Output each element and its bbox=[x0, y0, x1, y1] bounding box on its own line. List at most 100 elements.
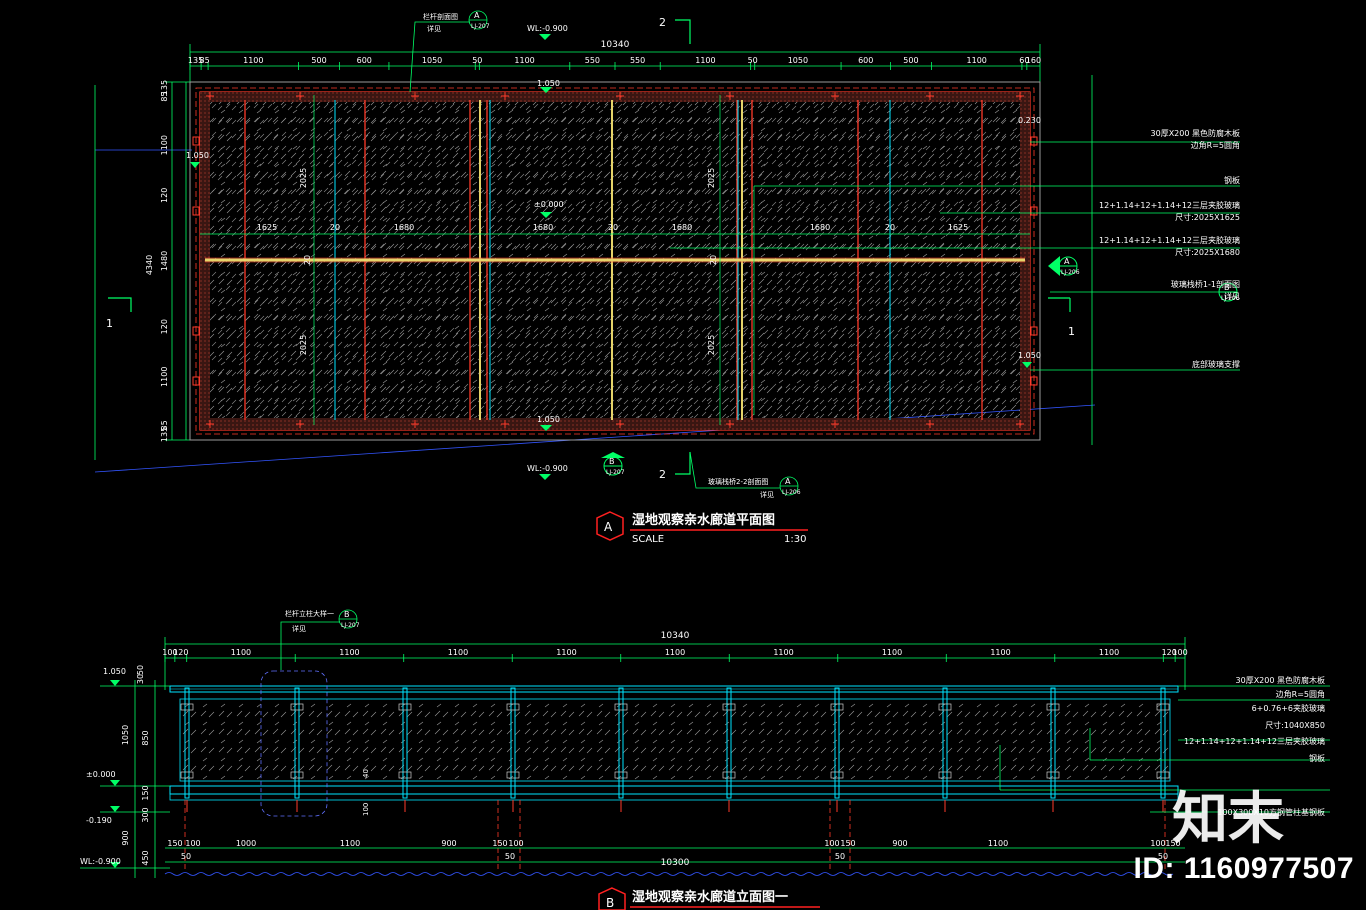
right-bubble-b-letter: B bbox=[1224, 283, 1230, 292]
plan-mid-dim: 20 bbox=[885, 223, 895, 232]
level-right-top: 0.230 bbox=[1018, 116, 1041, 125]
section-1-left: 1 bbox=[106, 317, 113, 330]
callout-bottom-letter: A bbox=[785, 477, 791, 486]
dim-2025-d: 2025 bbox=[707, 335, 716, 355]
elev-title-name: 湿地观察亲水廊道立面图一 bbox=[632, 889, 788, 905]
watermark-id: ID: 1160977507 bbox=[1133, 852, 1354, 885]
elev-left-dim: 30 bbox=[136, 674, 145, 684]
plan-mid-dim: 20 bbox=[330, 223, 340, 232]
elev-right-label: 12+1.14+12+1.14+12三层夹胶玻璃 bbox=[1184, 736, 1325, 746]
plan-top-dim: 60 bbox=[1019, 56, 1029, 65]
plan-title-name: 湿地观察亲水廊道平面图 bbox=[632, 512, 775, 528]
plan-left-dim: 120 bbox=[160, 319, 169, 334]
plan-mid-dim: 1625 bbox=[948, 223, 968, 232]
plan-top-dim: 500 bbox=[903, 56, 918, 65]
elev-top-dim: 1100 bbox=[773, 648, 793, 657]
plan-left-dim: 85 bbox=[160, 420, 169, 430]
level-right: 1.050 bbox=[1018, 351, 1041, 360]
dim-2025-c: 2025 bbox=[707, 168, 716, 188]
elev-top-dim: 120 bbox=[1162, 648, 1177, 657]
callout-top-sub: 详见 bbox=[427, 24, 441, 33]
elev-bottom-dim: 100 bbox=[508, 839, 523, 848]
section-2-bottom: 2 bbox=[659, 468, 666, 481]
elev-top-dim: 1100 bbox=[665, 648, 685, 657]
elev-bottom-dim: 150 bbox=[167, 839, 182, 848]
plan-top-dim: 600 bbox=[357, 56, 372, 65]
elev-overall-dim: 10340 bbox=[661, 631, 690, 641]
elev-level-0: 1.050 bbox=[103, 667, 126, 676]
elev-left-dim: 50 bbox=[136, 665, 145, 675]
elev-callout-text: 栏杆立柱大样一 bbox=[285, 609, 334, 618]
plan-right-label-sub: 边角R=5圆角 bbox=[1191, 140, 1240, 150]
plan-top-dim: 1100 bbox=[243, 56, 263, 65]
wl-bottom: WL:-0.900 bbox=[527, 464, 568, 473]
plan-top-dim: 50 bbox=[472, 56, 482, 65]
elev-top-dim: 1100 bbox=[882, 648, 902, 657]
plan-top-dim: 550 bbox=[585, 56, 600, 65]
dim-2025-b: 2025 bbox=[299, 335, 308, 355]
elev-bottom-dim: 900 bbox=[441, 839, 456, 848]
section-1-right: 1 bbox=[1068, 325, 1075, 338]
elev-left-dim: 150 bbox=[141, 785, 150, 800]
plan-top-dim: 1100 bbox=[695, 56, 715, 65]
plan-left-dim: 135 bbox=[160, 80, 169, 95]
elev-top-dim: 1100 bbox=[1099, 648, 1119, 657]
plan-top-dim: 50 bbox=[748, 56, 758, 65]
section-2-top: 2 bbox=[659, 16, 666, 29]
elev-bottom-dim: 100 bbox=[185, 839, 200, 848]
callout-bottom-ref: LJ-206 bbox=[782, 489, 801, 496]
elev-top-dim: 1100 bbox=[990, 648, 1010, 657]
right-bubble-a-letter: A bbox=[1064, 257, 1070, 266]
plan-title: A 湿地观察亲水廊道平面图 SCALE 1:30 bbox=[596, 511, 808, 545]
plan-top-dim: 1050 bbox=[788, 56, 808, 65]
level-left: 1.050 bbox=[186, 151, 209, 160]
callout-top-letter: A bbox=[474, 11, 480, 20]
elev-right-label: 30厚X200 黑色防腐木板 bbox=[1236, 675, 1325, 685]
elev-callout-ref: LJ-207 bbox=[341, 622, 360, 629]
elev-right-label: 边角R=5圆角 bbox=[1276, 689, 1325, 699]
level-bottom: 1.050 bbox=[537, 415, 560, 424]
elev-level-3: WL:-0.900 bbox=[80, 857, 121, 866]
plan-top-dim: 1100 bbox=[514, 56, 534, 65]
bottom-bubble-ref: LJ-207 bbox=[606, 469, 625, 476]
plan-mid-dim: 1680 bbox=[533, 223, 553, 232]
elev-top-dim: 100 bbox=[162, 648, 177, 657]
callout-bottom-sub: 详见 bbox=[760, 490, 774, 499]
elev-bottom-dim: 150 bbox=[1165, 839, 1180, 848]
plan-left-dim: 1480 bbox=[160, 251, 169, 271]
plan-right-label: 12+1.14+12+1.14+12三层夹胶玻璃 bbox=[1099, 200, 1240, 210]
elev-top-dim: 1100 bbox=[556, 648, 576, 657]
elev-left-dim: 450 bbox=[141, 850, 150, 865]
plan-left-dim: 85 bbox=[160, 91, 169, 101]
plan-right-label: 12+1.14+12+1.14+12三层夹胶玻璃 bbox=[1099, 235, 1240, 245]
plan-left-dim: 1100 bbox=[160, 135, 169, 155]
watermark-logo: 知末 bbox=[1172, 787, 1284, 852]
wl-top: WL:-0.900 bbox=[527, 24, 568, 33]
elev-bottom-small: 50 bbox=[181, 852, 191, 861]
elev-bottom-dim: 100 bbox=[824, 839, 839, 848]
elev-small-vert-0: 40 bbox=[362, 769, 370, 778]
plan-mid-dim: 1680 bbox=[394, 223, 414, 232]
elev-bottom-dim: 900 bbox=[892, 839, 907, 848]
elev-right-label: 6+0.76+6夹胶玻璃 bbox=[1252, 703, 1325, 713]
elev-bottom-dim: 1100 bbox=[340, 839, 360, 848]
plan-left-total: 4340 bbox=[145, 255, 154, 275]
elev-top-dim: 1100 bbox=[231, 648, 251, 657]
plan-top-dim: 1100 bbox=[967, 56, 987, 65]
plan-right-label-sub: 详见 bbox=[1224, 291, 1240, 301]
plan-right-label: 30厚X200 黑色防腐木板 bbox=[1151, 128, 1240, 138]
elev-left-dim: 1050 bbox=[121, 725, 130, 745]
plan-right-label-sub: 尺寸:2025X1680 bbox=[1175, 247, 1240, 257]
elev-callout-sub: 详见 bbox=[292, 624, 306, 633]
plan-top-dim: 550 bbox=[630, 56, 645, 65]
elev-bottom-small: 50 bbox=[835, 852, 845, 861]
plan-left-dim: 1100 bbox=[160, 367, 169, 387]
plan-top-dim: 600 bbox=[858, 56, 873, 65]
level-center: ±0.000 bbox=[534, 200, 564, 209]
bottom-bubble-letter: B bbox=[609, 457, 615, 466]
plan-mid-dim: 1680 bbox=[672, 223, 692, 232]
elev-right-label: 尺寸:1040X850 bbox=[1265, 720, 1325, 730]
elev-bottom-small: 50 bbox=[1158, 852, 1168, 861]
elev-right-label: 100X300X10方钢管柱基钢板 bbox=[1217, 807, 1325, 817]
